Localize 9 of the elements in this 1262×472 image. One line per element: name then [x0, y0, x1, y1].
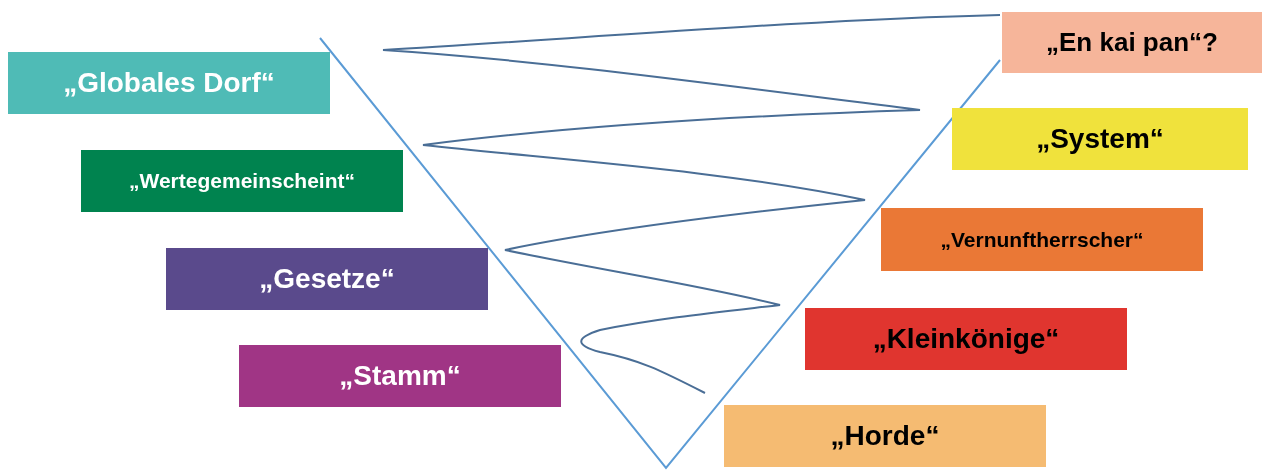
label-box: „Horde“ [724, 405, 1046, 467]
label-box: „Globales Dorf“ [8, 52, 330, 114]
label-box: „Gesetze“ [166, 248, 488, 310]
label-box: „Wertegemeinscheint“ [81, 150, 403, 212]
label-box: „Kleinkönige“ [805, 308, 1127, 370]
label-box: „Vernunftherrscher“ [881, 208, 1203, 271]
label-box: „Stamm“ [239, 345, 561, 407]
label-box: „System“ [952, 108, 1248, 170]
label-box: „En kai pan“? [1002, 12, 1262, 73]
